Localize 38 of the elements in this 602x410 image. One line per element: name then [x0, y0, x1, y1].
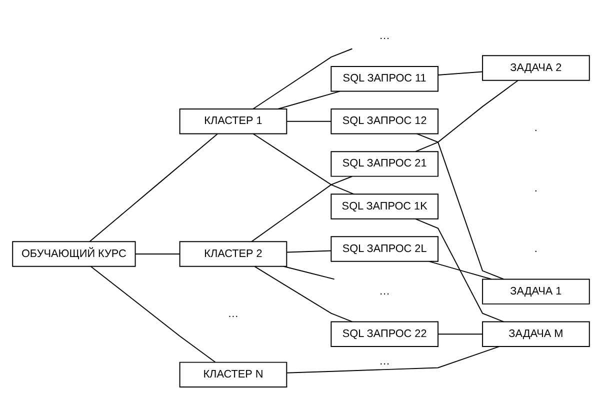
connector: [415, 218, 504, 322]
connector: [89, 132, 218, 242]
node-box: SQL ЗАПРОС 21: [330, 150, 439, 176]
connector: [134, 252, 180, 254]
edge-label: …: [379, 355, 390, 368]
connector: [438, 333, 484, 334]
connector: [286, 346, 500, 373]
node-box: SQL ЗАПРОС 22: [330, 320, 439, 346]
node-box: КЛАСТЕР 2: [179, 240, 288, 266]
node-box: КЛАСТЕР 1: [179, 108, 288, 134]
node-box: ЗАДАЧА 1: [482, 278, 590, 304]
connector: [416, 132, 504, 280]
label: .: [534, 242, 538, 254]
connector: [415, 79, 519, 152]
node-box: SQL ЗАПРОС 12: [330, 108, 439, 134]
label: …: [228, 308, 239, 320]
connector: [438, 70, 484, 76]
node-box: SQL ЗАПРОС 11: [330, 66, 439, 92]
node-box: ЗАДАЧА 2: [482, 54, 590, 80]
node-box: SQL ЗАПРОС 1K: [330, 193, 439, 219]
node-box: ЗАДАЧА M: [482, 320, 590, 346]
connector: [90, 265, 216, 362]
connector: [286, 250, 332, 252]
connector: [251, 175, 353, 242]
label: .: [534, 182, 538, 194]
connector: [277, 90, 340, 109]
node-text: …: [379, 284, 390, 297]
connector: [252, 132, 354, 194]
connector: [428, 260, 492, 280]
label: .: [534, 122, 538, 134]
connector: [252, 48, 353, 109]
node-box: КЛАСТЕР N: [179, 361, 288, 388]
connector: [254, 266, 353, 322]
node-box: SQL ЗАПРОС 2L: [330, 236, 439, 262]
connector: [286, 120, 332, 122]
connector: [283, 265, 335, 280]
node-box: ОБУЧАЮЩИЙ КУРС: [12, 240, 136, 266]
node-text: …: [379, 30, 390, 42]
